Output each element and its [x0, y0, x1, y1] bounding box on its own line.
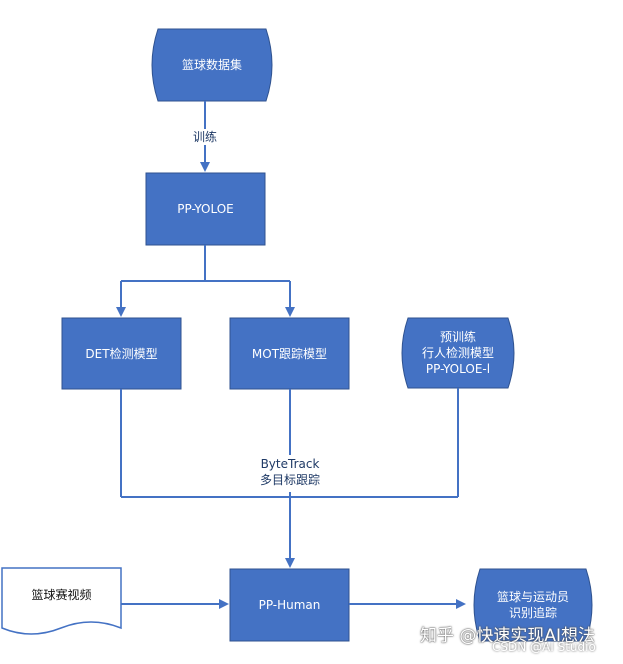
- ppyoloe-label: PP-YOLOE: [177, 202, 234, 216]
- edge-merge: [120, 388, 459, 568]
- det-model-node: [61, 317, 182, 390]
- mot-model-label: MOT跟踪模型: [251, 346, 328, 361]
- zhihu-watermark: 知乎 @快速实现AI想法: [420, 626, 596, 646]
- dataset-node: [151, 28, 273, 102]
- edge-label-train: 训练: [182, 129, 228, 145]
- pphuman-label: PP-Human: [258, 598, 321, 612]
- pretrained-label: 预训练 行人检测模型 PP-YOLOE-l: [421, 330, 494, 376]
- pretrained-node: [401, 317, 515, 389]
- edge-split: [116, 245, 295, 317]
- pphuman-node: [229, 568, 350, 642]
- output-node: [473, 568, 593, 642]
- det-model-label: DET检测模型: [85, 346, 158, 361]
- edge-label-bytetrack: ByteTrack 多目标跟踪: [235, 456, 345, 488]
- mot-model-node: [229, 317, 350, 390]
- output-label: 篮球与运动员 识别追踪: [496, 590, 569, 620]
- csdn-watermark: CSDN @AI Studio: [492, 640, 596, 654]
- ppyoloe-node: [145, 172, 266, 246]
- video-node: [1, 567, 122, 635]
- dataset-label: 篮球数据集: [181, 58, 242, 72]
- video-label: 篮球赛视频: [31, 588, 92, 602]
